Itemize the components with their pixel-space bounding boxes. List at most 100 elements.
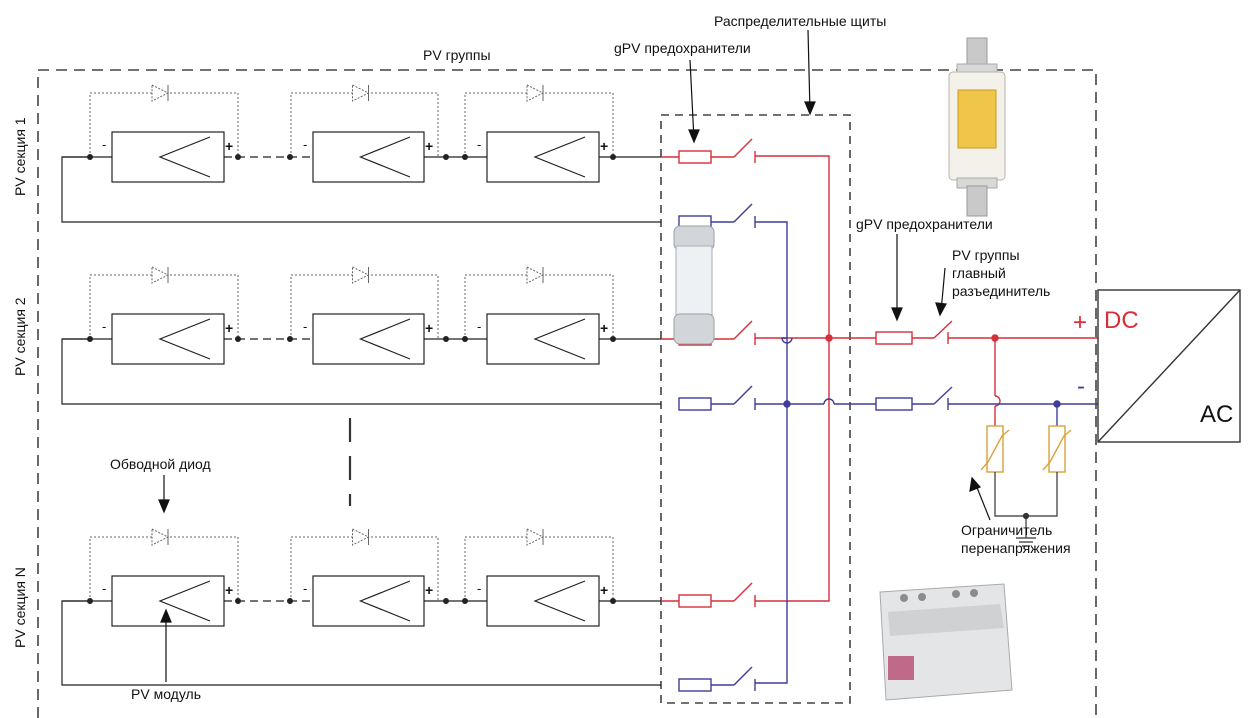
system-boundary: [37, 69, 1097, 718]
ground-connection: [994, 472, 1058, 547]
fuse-switch-negative: [678, 666, 756, 692]
module-minus-terminal: -: [102, 137, 106, 152]
distribution-board-components: [661, 138, 756, 692]
surge-protector-photo: [879, 583, 1013, 701]
junction-dot: [462, 336, 468, 342]
section-1-label: PV секция 1: [12, 117, 28, 196]
module-plus-terminal: +: [425, 320, 433, 336]
bypass-diode: [352, 528, 370, 546]
switch-blade: [733, 582, 753, 602]
pv-string-row: -+-+-+: [61, 84, 661, 223]
fuse-switch-negative: [678, 385, 756, 411]
pv-module-symbol: [358, 580, 411, 622]
fuse-switch-negative: [678, 203, 756, 229]
pv-module-symbol: [358, 318, 411, 360]
pv-module-symbol: [533, 136, 586, 178]
main-disconnector-label-line-1: PV группы: [952, 247, 1020, 263]
main-fuse-positive: [875, 320, 953, 345]
switch-blade: [733, 666, 753, 686]
pv-module-symbol: [358, 136, 411, 178]
distribution-board-box: [660, 114, 851, 704]
module-plus-terminal: +: [600, 582, 608, 598]
pv-module: [486, 131, 600, 183]
pv-module: [312, 131, 425, 183]
junction-dot: [235, 598, 241, 604]
section-2-label: PV секция 2: [12, 297, 28, 376]
junction-dot: [443, 154, 449, 160]
gpv-fuses-right-label: gPV предохранители: [856, 216, 993, 232]
module-minus-terminal: -: [303, 137, 307, 152]
negative-bus: [755, 221, 1098, 684]
fuse-switch-positive: [661, 138, 756, 164]
bypass-diode: [352, 84, 370, 102]
varistors: [980, 425, 1072, 473]
bypass-diode-label: Обводной диод: [110, 456, 211, 472]
switch-blade: [733, 203, 753, 223]
pv-module-symbol: [158, 580, 211, 622]
gpv-fuse: [678, 594, 712, 608]
junction-dot: [287, 154, 293, 160]
return-wire: [61, 338, 661, 405]
pv-module: [111, 131, 225, 183]
pv-module: [486, 575, 600, 627]
pv-string-row: -+-+-+: [61, 528, 661, 686]
junction-dot: [610, 598, 616, 604]
bypass-diode: [151, 84, 170, 102]
main-disconnector-label-line-2: главный: [952, 265, 1006, 281]
section-n-label: PV секция N: [12, 567, 28, 648]
pv-module-symbol: [533, 580, 586, 622]
module-minus-terminal: -: [477, 581, 481, 596]
gpv-fuse: [678, 397, 712, 411]
bypass-diode: [352, 266, 370, 284]
gpv-fuse: [678, 150, 712, 164]
switch-blade: [733, 138, 753, 158]
module-minus-terminal: -: [303, 581, 307, 596]
junction-dot: [235, 336, 241, 342]
bypass-diode: [526, 266, 545, 284]
pv-module-symbol: [158, 318, 211, 360]
junction-dot: [443, 336, 449, 342]
pv-groups-label: PV группы: [423, 47, 491, 63]
distribution-boards-label: Распределительные щиты: [714, 13, 887, 29]
module-plus-terminal: +: [600, 320, 608, 336]
bypass-diode: [526, 528, 545, 546]
module-plus-terminal: +: [425, 582, 433, 598]
fuse-switch-positive: [661, 582, 756, 608]
ac-label: AC: [1200, 401, 1234, 428]
junction-dot: [235, 154, 241, 160]
junction-dot: [462, 154, 468, 160]
module-plus-terminal: +: [600, 138, 608, 154]
junction-dot: [287, 336, 293, 342]
pv-string-row: -+-+-+: [61, 266, 661, 405]
module-minus-terminal: -: [477, 319, 481, 334]
main-fuse-negative: [875, 386, 953, 411]
junction-dot: [287, 598, 293, 604]
junction-dot: [610, 154, 616, 160]
module-plus-terminal: +: [225, 320, 233, 336]
cylindrical-fuse-photo: [673, 225, 715, 345]
junction-dot: [610, 336, 616, 342]
switch-blade: [733, 320, 753, 340]
module-minus-terminal: -: [303, 319, 307, 334]
surge-limiter-label-line-2: перенапряжения: [961, 540, 1071, 556]
bypass-diode: [151, 266, 170, 284]
pv-module: [486, 313, 600, 365]
gpv-fuses-top-label: gPV предохранители: [614, 40, 751, 56]
pv-module: [111, 313, 225, 365]
module-plus-terminal: +: [425, 138, 433, 154]
return-wire: [61, 600, 661, 686]
module-minus-terminal: -: [102, 581, 106, 596]
bypass-diode: [526, 84, 545, 102]
dc-minus-label: -: [1077, 373, 1085, 400]
junction-dot: [462, 598, 468, 604]
dc-label: DC: [1104, 307, 1139, 334]
dc-plus-label: +: [1073, 309, 1088, 336]
annotation-arrows: [158, 29, 991, 682]
pv-module: [312, 575, 425, 627]
switch-blade: [733, 385, 753, 405]
main-disconnector-label-line-3: разъединитель: [952, 283, 1051, 299]
return-wire: [61, 156, 661, 223]
pv-module-rows: -+-+-+-+-+-+-+-+-+: [61, 84, 661, 686]
junction-dot: [443, 598, 449, 604]
